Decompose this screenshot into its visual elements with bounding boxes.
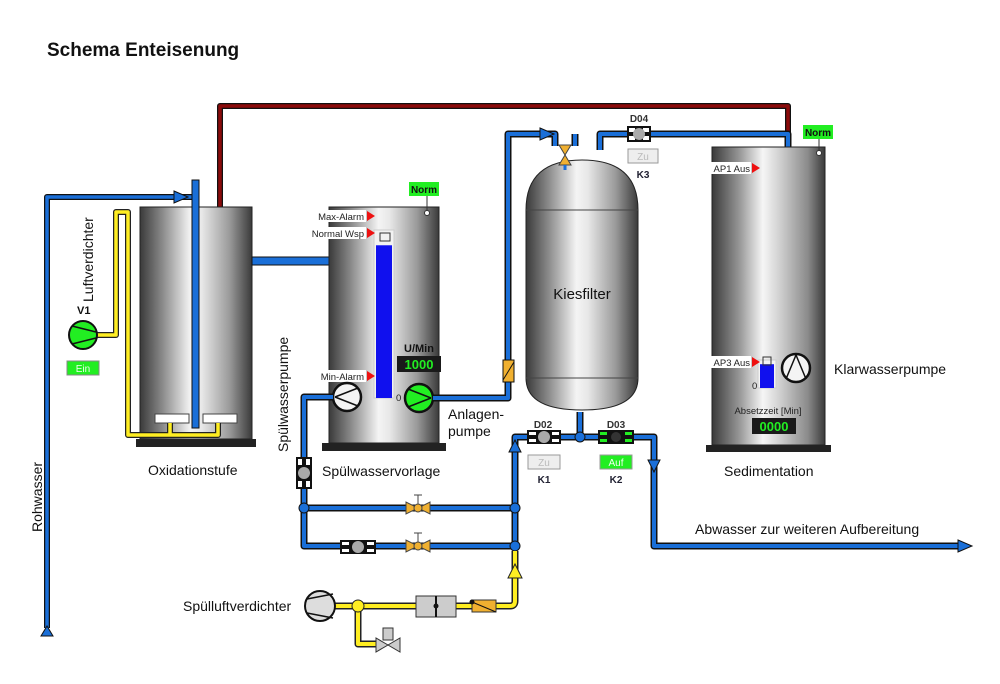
v1-status-button[interactable]: Ein	[66, 360, 100, 376]
d04-label: D04	[630, 114, 649, 125]
max-alarm-indicator: Max-Alarm	[312, 210, 375, 223]
sedimentation-tank[interactable]	[706, 139, 831, 452]
pump-icon	[331, 381, 363, 413]
svg-text:Max-Alarm: Max-Alarm	[318, 212, 364, 223]
d02-valve[interactable]	[527, 430, 561, 444]
ap1-indicator: AP1 Aus	[709, 162, 760, 175]
overflow-pipe	[251, 256, 331, 266]
page-title: Schema Enteisenung	[47, 40, 239, 61]
vorlage-status-badge: Norm	[409, 182, 439, 196]
air-relief-valve[interactable]	[375, 627, 401, 653]
svg-text:Min-Alarm: Min-Alarm	[321, 372, 364, 383]
k1-label: K1	[538, 475, 551, 486]
return-line	[212, 103, 791, 360]
raw-water-line	[40, 179, 200, 637]
d04-button[interactable]: Zu	[627, 148, 659, 164]
min-alarm-indicator: Min-Alarm	[314, 370, 375, 383]
d02-button[interactable]: Zu	[527, 454, 561, 470]
anlagenpumpe-label-2: pumpe	[448, 423, 491, 439]
kiesfilter-label: Kiesfilter	[553, 286, 611, 303]
spuel-valve[interactable]	[296, 457, 312, 489]
k3-label: K3	[637, 170, 650, 181]
level-zero-label: 0	[396, 393, 401, 404]
ap3-indicator: AP3 Aus	[709, 356, 760, 369]
sedimentation-status-badge: Norm	[803, 125, 833, 139]
anlagenpumpe-label-1: Anlagen-	[448, 406, 504, 422]
flow-arrow-icon	[40, 625, 54, 637]
bypass-valve[interactable]	[340, 540, 376, 554]
compressor-icon	[68, 320, 98, 350]
flow-arrow-icon	[957, 539, 974, 553]
d03-button[interactable]: Auf	[599, 454, 633, 470]
svg-text:Ein: Ein	[76, 364, 90, 375]
svg-text:Auf: Auf	[608, 458, 623, 469]
compressor-icon	[304, 590, 336, 622]
spuelwasservorlage-label: Spülwasservorlage	[322, 463, 440, 479]
sed-zero-label: 0	[752, 381, 757, 392]
flow-arrow-icon	[508, 438, 522, 453]
svg-text:0000: 0000	[760, 419, 789, 434]
v1-label: V1	[77, 305, 90, 317]
flow-arrow-icon	[647, 459, 661, 474]
air-check-valve	[469, 599, 497, 613]
hand-valve-upper[interactable]	[405, 494, 431, 515]
absetzzeit-display: 0000	[752, 418, 796, 434]
speed-display: 1000	[397, 356, 441, 372]
svg-text:1000: 1000	[405, 357, 434, 372]
level-bar	[376, 245, 392, 398]
flow-arrow-icon	[173, 190, 190, 204]
k2-label: K2	[610, 475, 623, 486]
svg-text:AP3 Aus: AP3 Aus	[714, 358, 751, 369]
normal-wsp-indicator: Normal Wsp	[306, 227, 375, 240]
svg-text:Zu: Zu	[538, 458, 550, 469]
svg-text:AP1 Aus: AP1 Aus	[714, 164, 751, 175]
speed-unit-label: U/Min	[404, 343, 434, 355]
gravel-filter[interactable]	[525, 159, 639, 411]
abwasser-label: Abwasser zur weiteren Aufbereitung	[695, 521, 919, 537]
svg-text:Norm: Norm	[411, 185, 437, 196]
sedimentation-label: Sedimentation	[724, 463, 814, 479]
system-pump[interactable]	[403, 382, 435, 414]
air-filter	[415, 595, 457, 618]
clear-water-pump[interactable]	[780, 352, 812, 384]
absetzzeit-label: Absetzzeit [Min]	[734, 406, 801, 417]
check-valve	[502, 359, 515, 383]
spuelluftverdichter-label: Spülluftverdichter	[183, 598, 292, 614]
flush-air-line	[335, 551, 519, 648]
vent-valve[interactable]	[558, 144, 572, 170]
air-line	[95, 209, 221, 438]
flush-air-compressor[interactable]	[304, 590, 336, 622]
flow-arrow-icon	[507, 562, 523, 579]
klarwasserpumpe-label: Klarwasserpumpe	[834, 361, 946, 377]
pump-icon	[403, 382, 435, 414]
hand-valve-lower[interactable]	[405, 532, 431, 553]
rohwasser-label: Rohwasser	[29, 462, 45, 532]
d02-label: D02	[534, 420, 553, 431]
level-bar	[760, 364, 774, 388]
flow-arrow-icon	[539, 127, 556, 141]
d03-label: D03	[607, 420, 626, 431]
svg-text:Norm: Norm	[805, 128, 831, 139]
water-pipes	[300, 130, 965, 550]
d04-valve[interactable]	[627, 126, 651, 142]
oxidation-label: Oxidationstufe	[148, 462, 238, 478]
pump-icon	[780, 352, 812, 384]
svg-text:Normal Wsp: Normal Wsp	[312, 229, 364, 240]
flush-water-pump[interactable]	[331, 381, 363, 413]
svg-text:Zu: Zu	[637, 152, 649, 163]
spuelwasserpumpe-label: Spülwasserpumpe	[275, 337, 291, 452]
luftverdichter-label: Luftverdichter	[80, 217, 96, 302]
d03-valve[interactable]	[598, 430, 634, 444]
v1-compressor[interactable]	[68, 320, 98, 350]
